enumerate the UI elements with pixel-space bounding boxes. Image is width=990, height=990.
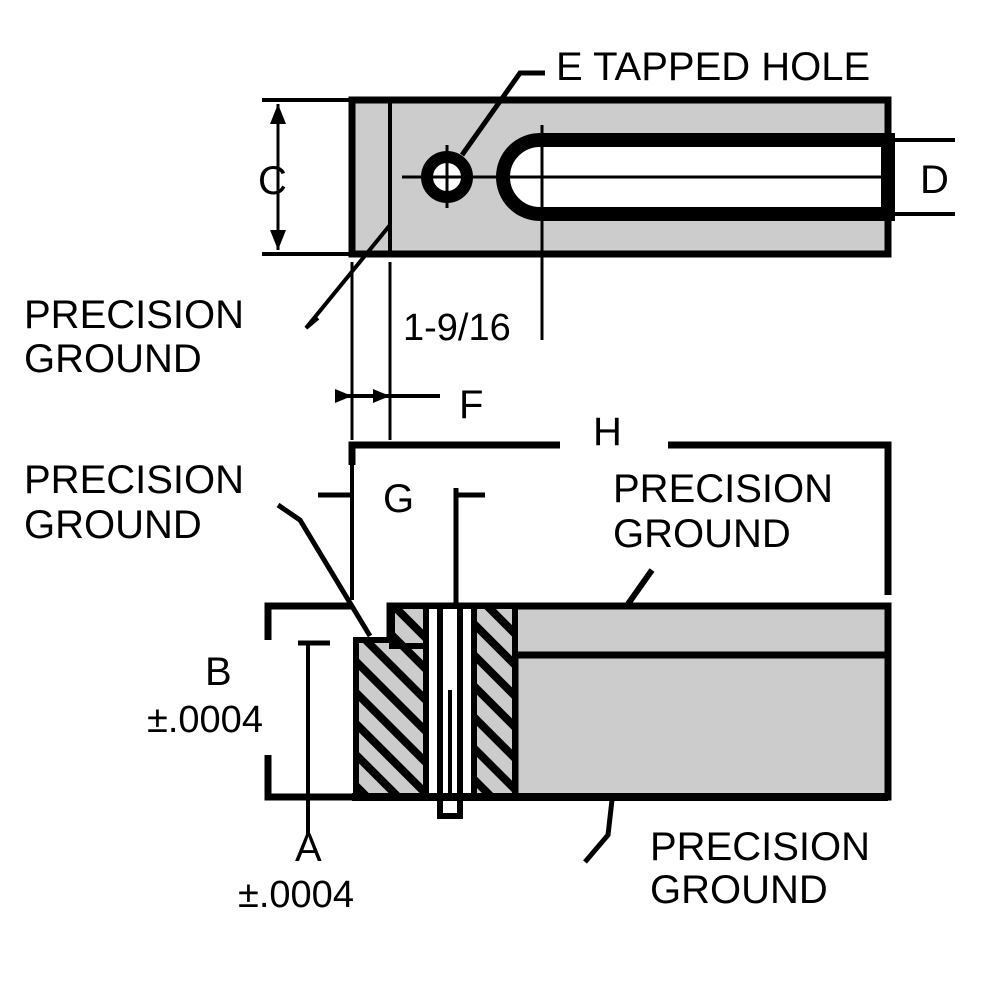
tapped-hole-leader <box>459 70 545 157</box>
labels: E TAPPED HOLE C D PRECISION GROUND 1-9/1… <box>24 45 949 916</box>
section-hatch-top <box>389 603 429 649</box>
label-dim-g: G <box>383 477 414 521</box>
label-dim-a: A <box>295 826 322 870</box>
label-dim-f: F <box>459 383 483 427</box>
label-precision-right-1: PRECISION <box>613 467 833 511</box>
label-dim-1-9-16: 1-9/16 <box>403 307 511 349</box>
label-dim-a-tol: ±.0004 <box>238 874 354 916</box>
label-dim-h: H <box>593 410 622 454</box>
label-precision-top-left-2: GROUND <box>24 337 202 381</box>
precision-leader-mid-left <box>276 502 373 638</box>
label-precision-bottom-1: PRECISION <box>650 825 870 869</box>
section-hatch-right <box>471 603 518 800</box>
precision-leader-bottom <box>583 799 615 864</box>
precision-leader-top <box>304 223 392 330</box>
dim-h-line-left <box>348 441 560 465</box>
dim-h-line-right <box>668 441 892 595</box>
top-view <box>262 70 955 440</box>
label-dim-b-tol: ±.0004 <box>147 699 263 741</box>
label-dim-b: B <box>205 650 232 694</box>
label-dim-c: C <box>258 159 287 203</box>
dim-a-bracket <box>264 755 352 801</box>
label-precision-top-left-1: PRECISION <box>24 293 244 337</box>
front-view <box>264 441 892 864</box>
section-hatch-left <box>353 637 429 800</box>
label-dim-d: D <box>920 158 949 202</box>
label-precision-mid-left-2: GROUND <box>24 503 202 547</box>
precision-leader-right <box>625 568 655 606</box>
label-precision-right-2: GROUND <box>613 512 791 556</box>
dim-b-bracket <box>264 602 352 640</box>
label-precision-mid-left-1: PRECISION <box>24 458 244 502</box>
label-tapped-hole: E TAPPED HOLE <box>556 45 870 89</box>
front-block-lower <box>511 651 892 801</box>
label-precision-bottom-2: GROUND <box>650 868 828 912</box>
